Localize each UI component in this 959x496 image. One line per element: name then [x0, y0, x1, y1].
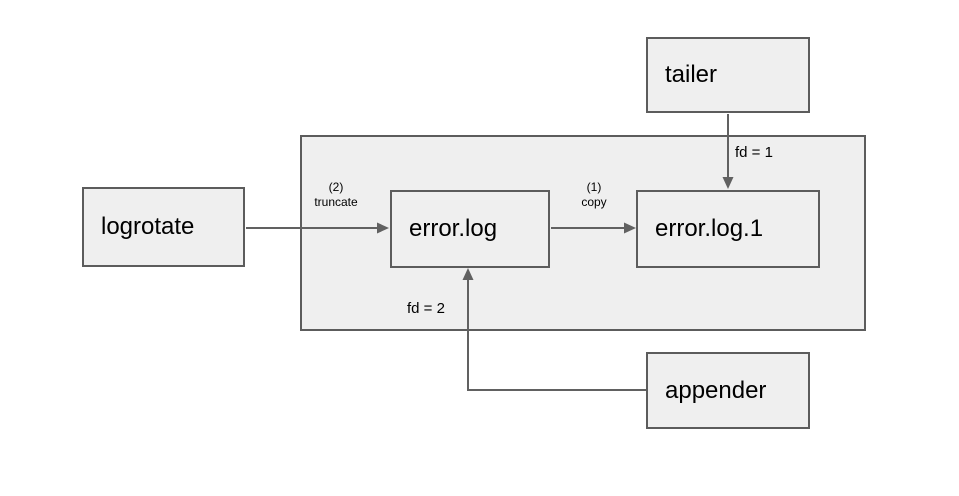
node-error-log: error.log: [390, 190, 550, 268]
node-logrotate: logrotate: [82, 187, 245, 267]
edge-label-truncate-step: (2): [328, 180, 344, 194]
node-tailer: tailer: [646, 37, 810, 113]
edge-label-fd1: fd = 1: [735, 144, 773, 161]
edge-label-truncate: (2) truncate: [296, 180, 376, 210]
node-appender-label: appender: [665, 376, 767, 404]
node-error-log-label: error.log: [409, 215, 498, 242]
node-error-log-1: error.log.1: [636, 190, 820, 268]
node-appender: appender: [646, 352, 810, 429]
node-tailer-label: tailer: [665, 61, 718, 88]
edge-label-copy: (1) copy: [554, 180, 634, 210]
edge-label-truncate-action: truncate: [314, 195, 358, 209]
node-logrotate-label: logrotate: [101, 213, 195, 240]
edge-label-fd2: fd = 2: [407, 300, 445, 317]
edge-label-copy-action: copy: [581, 195, 607, 209]
edge-label-copy-step: (1): [586, 180, 602, 194]
node-error-log-1-label: error.log.1: [655, 215, 764, 242]
